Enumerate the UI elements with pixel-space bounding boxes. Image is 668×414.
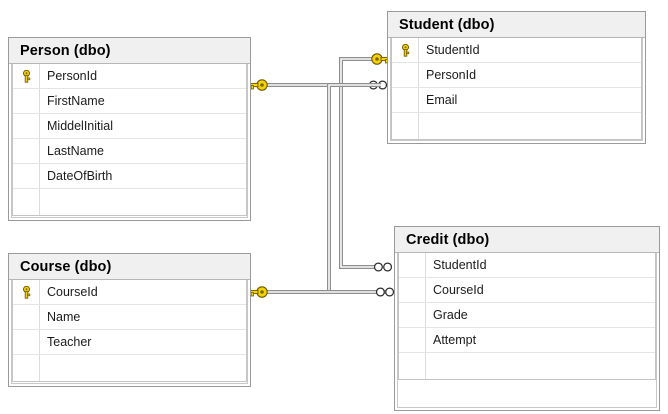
column-name: CourseId [433,283,484,297]
pk-cell [13,139,39,163]
table-title: Person (dbo) [20,42,111,59]
column-list-person: PersonId FirstName MiddelInitial LastNam… [12,64,247,216]
infinity-icon [373,262,393,272]
key-icon [22,285,30,299]
table-credit[interactable]: Credit (dbo) StudentId CourseId Grade At… [394,226,660,411]
pk-cell [392,63,418,87]
column-name: Teacher [47,335,92,349]
relationship-course-credit[interactable] [247,286,395,298]
table-header-credit[interactable]: Credit (dbo) [395,227,659,253]
table-row[interactable]: PersonId [13,64,246,89]
table-row[interactable]: LastName [13,139,246,164]
column-list-student: StudentId PersonId Email [391,38,642,140]
table-row-empty[interactable] [392,113,641,139]
pk-cell [399,278,425,302]
pk-cell [392,38,418,62]
pk-cell [392,88,418,112]
key-icon [22,69,30,83]
key-icon [401,43,409,57]
pk-cell [13,64,39,88]
pk-cell [399,353,425,379]
pk-column-rule [39,64,40,215]
column-name: FirstName [47,94,105,108]
pk-cell [13,280,39,304]
table-student[interactable]: Student (dbo) StudentId PersonId [387,11,646,144]
table-row[interactable]: StudentId [399,253,655,278]
column-name: Grade [433,308,468,322]
column-name: DateOfBirth [47,169,113,183]
relationship-routing-channel [327,83,381,294]
pk-cell [13,89,39,113]
table-row[interactable]: Grade [399,303,655,328]
pk-cell [13,114,39,138]
pk-column-rule [425,253,426,379]
table-header-course[interactable]: Course (dbo) [9,254,250,280]
pk-cell [399,303,425,327]
column-name: MiddelInitial [47,119,114,133]
table-title: Course (dbo) [20,258,112,275]
pk-cell [399,328,425,352]
pk-cell [399,253,425,277]
table-row-empty[interactable] [13,355,246,381]
column-name: StudentId [433,258,487,272]
pk-cell [13,355,39,381]
table-course[interactable]: Course (dbo) CourseId Name [8,253,251,387]
table-title: Credit (dbo) [406,231,490,248]
pk-cell [13,330,39,354]
pk-cell [13,164,39,188]
table-header-student[interactable]: Student (dbo) [388,12,645,38]
table-row[interactable]: PersonId [392,63,641,88]
table-row[interactable]: Email [392,88,641,113]
pk-cell [13,305,39,329]
table-person[interactable]: Person (dbo) PersonId FirstName [8,37,251,221]
table-row[interactable]: FirstName [13,89,246,114]
table-header-person[interactable]: Person (dbo) [9,38,250,64]
table-row[interactable]: DateOfBirth [13,164,246,189]
column-list-course: CourseId Name Teacher [12,280,247,382]
table-row[interactable]: Teacher [13,330,246,355]
pk-column-rule [39,280,40,381]
column-name: PersonId [426,68,477,82]
column-name: Attempt [433,333,477,347]
key-icon [247,286,268,298]
column-name: StudentId [426,43,480,57]
pk-column-rule [418,38,419,139]
column-name: PersonId [47,69,98,83]
column-name: Name [47,310,81,324]
column-name: Email [426,93,458,107]
table-row[interactable]: MiddelInitial [13,114,246,139]
column-name: CourseId [47,285,98,299]
table-title: Student (dbo) [399,16,495,33]
table-row[interactable]: StudentId [392,38,641,63]
column-list-credit: StudentId CourseId Grade Attempt [398,253,656,380]
pk-cell [13,189,39,215]
column-name: LastName [47,144,104,158]
table-row[interactable]: CourseId [13,280,246,305]
key-icon [247,79,268,91]
pk-cell [392,113,418,139]
relationship-student-credit[interactable] [339,53,393,272]
table-row-empty[interactable] [13,189,246,215]
table-row-empty[interactable] [399,353,655,379]
table-row[interactable]: Name [13,305,246,330]
table-row[interactable]: Attempt [399,328,655,353]
table-row[interactable]: CourseId [399,278,655,303]
